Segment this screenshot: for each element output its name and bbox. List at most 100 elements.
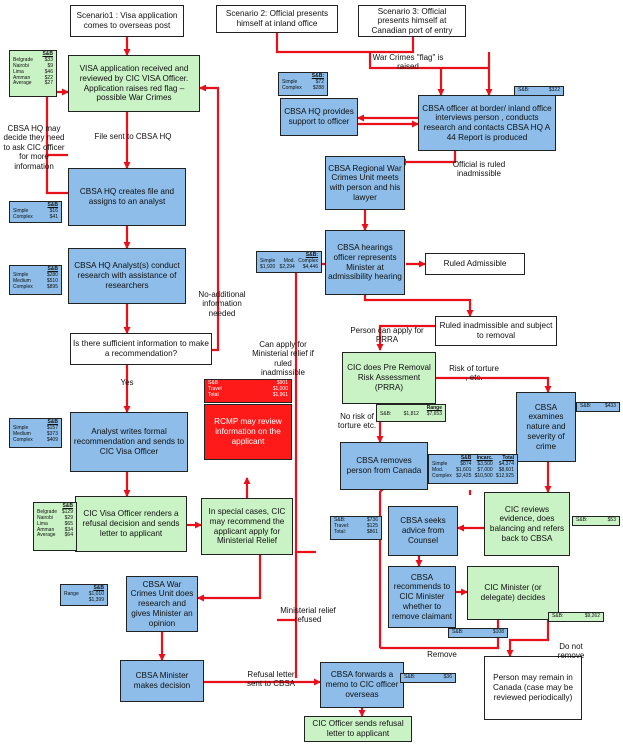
cost-table: S&B: $322: [517, 87, 561, 94]
recommends-box: CBSA recommends to CIC Minister whether …: [388, 566, 456, 628]
apply-prra-label: Person can apply for PRRA: [350, 326, 424, 345]
regional-unit-box: CBSA Regional War Crimes Unit meets with…: [325, 156, 405, 210]
cost-cell: $33: [44, 56, 53, 63]
cost-cell: $2,294: [279, 263, 295, 270]
cost-border: S&B: $322: [514, 86, 564, 96]
cost-cell: S&B:: [404, 674, 416, 680]
cost-table: S&B:$36: [403, 674, 453, 681]
cost-reviews: S&B: $53: [572, 516, 620, 526]
cost-header-cell: S&B: [460, 455, 472, 461]
no-risk-label: No risk of torture etc.: [337, 412, 377, 431]
cost-cell: $736: [366, 517, 378, 523]
cost-cell: $8,601: [498, 466, 514, 473]
cost-cell: $9,262: [584, 613, 600, 619]
cost-cell: $322: [548, 87, 560, 93]
cost-cell: Amman: [13, 74, 31, 81]
cost-cell: Mod.: [432, 466, 444, 473]
cost-cell: $12,925: [495, 472, 514, 479]
cost-minister: S&B: $9,262: [548, 612, 604, 622]
rcmp-box: RCMP may review information on the appli…: [204, 404, 292, 460]
cost-cell: $53: [607, 517, 616, 523]
cost-cell: Travel: [208, 385, 222, 392]
cost-cell: $7,000: [477, 466, 493, 473]
cost-cell: $409: [46, 436, 58, 443]
analyst-writes-box: Analyst writes formal recommendation and…: [70, 412, 188, 472]
seeks-advice-box: CBSA seeks advice from Counsel: [388, 506, 458, 556]
cost-header-cell: S&B: [42, 51, 53, 57]
cost-cell: $895: [46, 283, 58, 290]
remove-label: Remove: [427, 650, 457, 659]
cost-cell: $4,374: [498, 460, 514, 467]
cost-cell: S&B:: [552, 613, 564, 619]
cost-cell: $64: [64, 532, 73, 539]
wcu-research-box: CBSA War Crimes Unit does research and g…: [126, 576, 198, 632]
cost-header-cell: S&B: [47, 266, 58, 272]
cost-cell: $157: [46, 424, 58, 431]
visa-application-box: VISA application received and reviewed b…: [68, 55, 200, 112]
cost-cell: $3,500: [477, 460, 493, 467]
yes-label: Yes: [120, 378, 134, 387]
cost-cell: $27: [44, 80, 53, 87]
no-additional-label: No-additional information needed: [198, 290, 246, 318]
cost-cell: Complex: [282, 84, 302, 91]
cost-header-cell: S&B:: [305, 252, 318, 258]
cost-cell: Simple: [13, 207, 29, 214]
cost-cell: $288: [312, 84, 324, 91]
cost-cell: $16: [49, 207, 58, 214]
forwards-memo-box: CBSA forwards a memo to CIC officer over…: [320, 662, 404, 708]
official-inadmissible-label: Official is ruled inadmissible: [452, 160, 506, 179]
prra-box: CIC does Pre Removal Risk Assessment (PR…: [342, 352, 436, 404]
cost-cell: Simple: [260, 257, 276, 264]
cost-cell: $1,812: [403, 410, 419, 417]
cost-cell: Simple: [282, 78, 298, 85]
cost-cell: $22: [44, 74, 53, 81]
cost-cell: Complex: [13, 436, 33, 443]
cost-cell: $125: [366, 522, 378, 529]
cost-cell: $901: [276, 380, 288, 386]
cost-cell: S&B:: [518, 87, 530, 93]
cost-table: S&B: $9,262: [551, 613, 601, 620]
cost-header-cell: S&B: [47, 202, 58, 208]
cost-header-cell: S&B: [93, 585, 104, 591]
cost-cell: $510: [46, 277, 58, 284]
cost-cell: $433: [604, 403, 616, 409]
cost-cell: Total: [208, 391, 219, 398]
cost-cell: Belgrade: [13, 56, 34, 63]
cost-cell: Lima: [37, 520, 48, 527]
ministerial-refused-label: Ministerial relief refused: [280, 606, 336, 625]
cost-header-cell: S&B: [62, 503, 73, 509]
cost-cell: $9: [47, 62, 53, 69]
cost-cell: Travel:: [334, 522, 350, 529]
cost-cell: $41: [49, 213, 58, 220]
visa-refusal-box: CIC Visa Officer renders a refusal decis…: [75, 496, 187, 552]
cost-cell: Simple: [13, 424, 29, 431]
reviews-evidence-box: CIC reviews evidence, does balancing and…: [484, 492, 570, 556]
cost-cell: Medium: [13, 277, 31, 284]
cost-cell: $874: [460, 460, 472, 467]
cost-cell: $10,500: [474, 472, 493, 479]
cost-header-cell: S&B:: [311, 73, 324, 79]
cost-cell: $108: [492, 629, 504, 635]
examines-box: CBSA examines nature and severity of cri…: [516, 392, 576, 462]
cost-cell: Complex: [13, 213, 33, 220]
cost-table: S&B:$433: [579, 403, 617, 410]
cost-header-cell: Total: [502, 455, 514, 461]
hq-creates-file-box: CBSA HQ creates file and assigns to an a…: [68, 168, 186, 226]
cost-cell: $1,010: [88, 590, 104, 597]
may-ask-label: CBSA HQ may decide they need to ask CIC …: [3, 124, 65, 171]
cost-cell: S&B:: [576, 517, 588, 523]
cost-cell: $1,000: [272, 385, 288, 392]
cost-header-cell: Incarc.: [476, 455, 493, 461]
refusal-sent-label: Refusal letter sent to CBSA: [246, 670, 296, 689]
cost-cell: $1,399: [88, 596, 104, 603]
cost-table: S&B: $53: [575, 517, 617, 524]
